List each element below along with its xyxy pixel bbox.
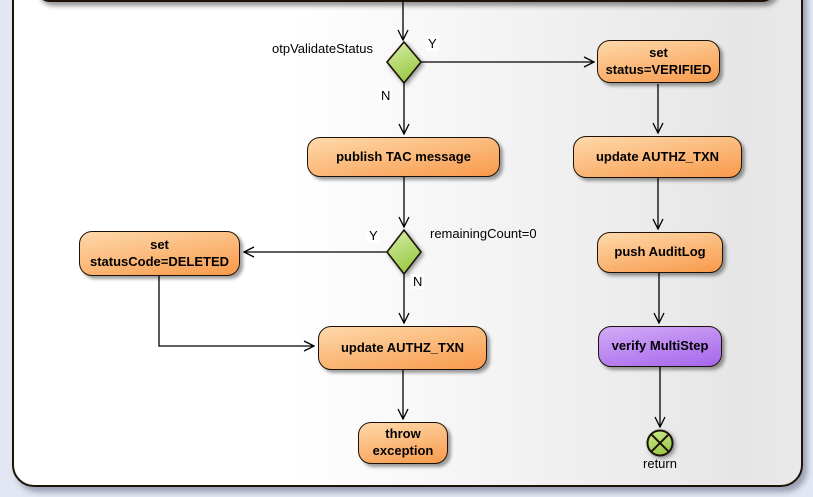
node-verify-multistep: verify MultiStep [598, 326, 722, 367]
branch-label-yes-2: Y [367, 228, 380, 243]
node-throw-exception: throw exception [358, 422, 448, 464]
node-set-status-verified: set status=VERIFIED [597, 40, 720, 83]
node-label: statusCode=DELETED [89, 253, 230, 269]
node-set-statuscode-deleted: set statusCode=DELETED [79, 231, 240, 276]
branch-label-no-2: N [411, 274, 425, 289]
guard-label-otpvalidatestatus: otpValidateStatus [272, 41, 373, 56]
guard-label-remainingcount: remainingCount=0 [430, 226, 537, 241]
node-label: exception [372, 443, 434, 458]
node-label: throw [385, 426, 421, 442]
node-label: status=VERIFIED [605, 61, 712, 77]
branch-label-yes-1: Y [426, 36, 439, 51]
branch-label-no-1: N [379, 88, 393, 103]
node-publish-tac-message: publish TAC message [307, 137, 500, 177]
final-node-label: return [643, 456, 677, 471]
node-update-authz-txn-right: update AUTHZ_TXN [573, 136, 742, 178]
node-label: set [649, 44, 668, 60]
node-push-auditlog: push AuditLog [597, 232, 723, 273]
cutoff-frame-top [36, 0, 776, 2]
node-update-authz-txn-left: update AUTHZ_TXN [318, 326, 487, 370]
node-label: set [150, 236, 169, 252]
